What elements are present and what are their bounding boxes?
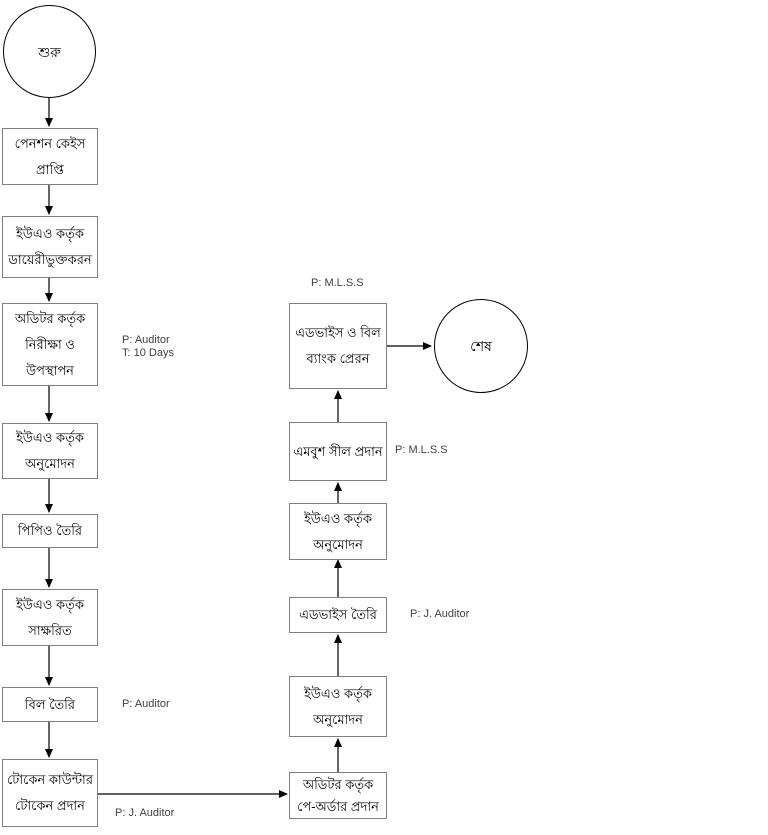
step-ppo-preparation: পিপিও তৈরি [2,514,98,548]
step-uao-diary-entry: ইউএও কর্তৃক ডায়েরীভুক্তকরন [2,216,98,278]
end-terminator: শেষ [434,299,528,393]
annotation-bill-preparation: P: Auditor [122,698,170,710]
annotation-advice-preparation: P: J. Auditor [410,608,470,620]
step-uao-approval-2: ইউএও কর্তৃক অনুমোদন [289,676,387,737]
step-emboss-seal-issue: এমবুশ সীল প্রদান [289,422,387,481]
step-bill-preparation: বিল তৈরি [2,687,98,722]
step-advice-preparation: এডভাইস তৈরি [289,597,387,633]
step-token-counter-token-issue: টোকেন কাউন্টার টোকেন প্রদান [2,759,98,827]
annotation-token-counter: P: J. Auditor [115,807,175,819]
step-auditor-review-presentation: অডিটর কর্তৃক নিরীক্ষা ও উপস্থাপন [2,303,98,386]
step-pension-case-receipt: পেনশন কেইস প্রাপ্তি [2,128,98,185]
step-uao-approval-1: ইউএও কর্তৃক অনুমোদন [2,423,98,479]
annotation-emboss-seal: P: M.L.S.S [395,444,448,456]
annotation-bank-dispatch: P: M.L.S.S [311,277,364,289]
step-uao-signature: ইউএও কর্তৃক সাক্ষরিত [2,589,98,646]
step-advice-bill-bank-dispatch: এডভাইস ও বিল ব্যাংক প্রেরন [289,303,387,389]
step-uao-approval-3: ইউএও কর্তৃক অনুমোদন [289,503,387,560]
step-auditor-pay-order-issue: অডিটর কর্তৃক পে-অর্ডার প্রদান [289,772,387,819]
start-terminator: শুরু [3,5,96,98]
annotation-auditor-review: P: Auditor T: 10 Days [122,334,174,359]
